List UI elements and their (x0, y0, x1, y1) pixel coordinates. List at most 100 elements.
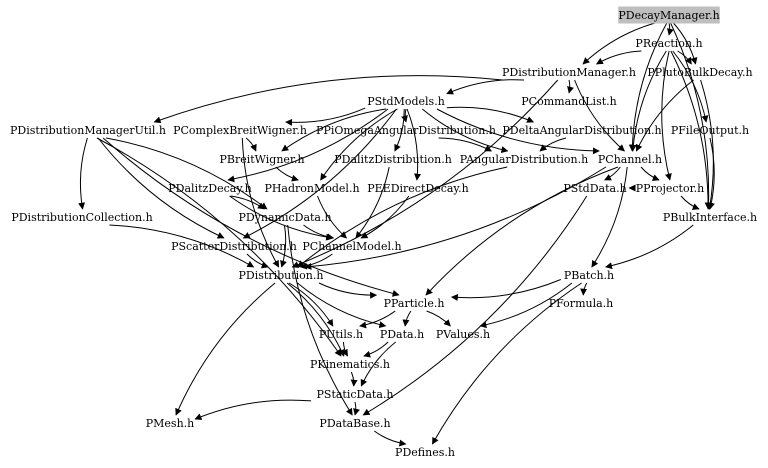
edge-PComplexBreitWigner-to-PDistribution (241, 137, 280, 268)
edge-PDecayManager-to-PBulkInterface (670, 22, 713, 210)
node-PBulkInterface[interactable]: PBulkInterface.h (663, 211, 757, 224)
node-label: PDistribution.h (239, 269, 324, 282)
node-PPlutoBulkDecay[interactable]: PPlutoBulkDecay.h (647, 66, 752, 79)
node-PStdData[interactable]: PStdData.h (563, 182, 626, 195)
node-PAngularDistribution[interactable]: PAngularDistribution.h (460, 153, 588, 166)
node-PPiOmegaAngularDistribution[interactable]: PPiOmegaAngularDistribution.h (316, 124, 496, 137)
edge-PChannel-to-PBatch (591, 166, 628, 268)
edge-PDistribution-to-PUtils (288, 282, 334, 327)
node-PChannel[interactable]: PChannel.h (598, 153, 662, 166)
edge-PEEDirectDecay-to-PChannelModel (360, 195, 410, 239)
node-PComplexBreitWigner[interactable]: PComplexBreitWigner.h (173, 124, 307, 137)
edge-PDalitzDecay-to-PChannelModel (229, 195, 334, 241)
edge-PBatch-to-PValues (479, 282, 573, 329)
node-PEEDirectDecay[interactable]: PEEDirectDecay.h (367, 182, 469, 195)
node-label: PComplexBreitWigner.h (173, 124, 307, 137)
node-label: PProjector.h (636, 182, 704, 195)
node-PBreitWigner[interactable]: PBreitWigner.h (219, 153, 304, 166)
edge-PBreitWigner-to-PHadronModel (275, 166, 299, 182)
node-PDistributionCollection[interactable]: PDistributionCollection.h (11, 211, 152, 224)
edge-PStdModels-to-PDeltaAngularDistribution (446, 106, 535, 123)
node-label: PDeltaAngularDistribution.h (502, 124, 661, 137)
node-label: PHadronModel.h (264, 182, 359, 195)
edge-PStdModels-to-PHadronModel (320, 108, 398, 181)
node-PChannelModel[interactable]: PChannelModel.h (302, 240, 401, 253)
node-PStaticData[interactable]: PStaticData.h (317, 388, 394, 401)
node-label: PDynamicData.h (238, 211, 331, 224)
node-label: PDistributionCollection.h (11, 211, 152, 224)
edge-PBulkInterface-to-PBatch (605, 224, 694, 270)
node-PCommandList[interactable]: PCommandList.h (521, 95, 616, 108)
edge-PStdModels-to-PPiOmegaAngularDistribution (401, 108, 408, 123)
node-PStdModels[interactable]: PStdModels.h (367, 95, 445, 108)
node-PDistributionManagerUtil[interactable]: PDistributionManagerUtil.h (10, 124, 166, 137)
edge-PStdModels-to-PComplexBreitWigner (285, 107, 366, 126)
edge-PStaticData-to-PMesh (194, 399, 312, 420)
node-PMesh[interactable]: PMesh.h (146, 417, 195, 430)
edge-PReaction-to-PProjector (661, 50, 672, 181)
edge-PDistributionManager-to-PDistributionManagerUtil (153, 75, 503, 124)
edge-PDistributionManager-to-PStdModels (446, 79, 525, 95)
node-label: PChannelModel.h (302, 240, 401, 253)
node-PValues[interactable]: PValues.h (436, 328, 490, 341)
edge-PDecayManager-to-PDistributionManager (582, 22, 656, 65)
node-PHadronModel[interactable]: PHadronModel.h (264, 182, 359, 195)
edge-PReaction-to-PChannel (629, 50, 667, 152)
edge-PUtils-to-PKinematics (341, 341, 349, 357)
edge-PParticle-to-PData (402, 310, 412, 327)
node-PKinematics[interactable]: PKinematics.h (310, 358, 390, 371)
edge-PDalitzDistribution-to-PChannelModel (355, 166, 390, 239)
edge-PReaction-to-PFileOutput (672, 50, 709, 123)
node-PDefines[interactable]: PDefines.h (395, 446, 455, 459)
node-label: PPlutoBulkDecay.h (647, 66, 752, 79)
edge-PParticle-to-PUtils (359, 310, 396, 329)
node-label: PParticle.h (384, 297, 445, 310)
node-PDistributionManager[interactable]: PDistributionManager.h (502, 66, 636, 79)
node-PParticle[interactable]: PParticle.h (384, 297, 445, 310)
node-PFormula[interactable]: PFormula.h (549, 297, 614, 310)
nodes-layer: PDecayManager.hPReaction.hPDistributionM… (10, 6, 757, 459)
node-label: PFileOutput.h (671, 124, 749, 137)
node-label: PBreitWigner.h (219, 153, 304, 166)
edge-PDistributionManager-to-PChannel (574, 79, 625, 152)
node-PDistribution[interactable]: PDistribution.h (239, 269, 324, 282)
edge-PPlutoBulkDecay-to-PBulkInterface (700, 79, 714, 210)
edge-PDistribution-to-PKinematics (286, 282, 345, 357)
edge-PDistribution-to-PMesh (175, 282, 276, 416)
edge-PStdModels-to-PScatterDistribution (242, 108, 397, 239)
edge-PScatterDistribution-to-PDistribution (246, 253, 269, 269)
node-PDecayManager[interactable]: PDecayManager.h (618, 6, 720, 24)
node-PScatterDistribution[interactable]: PScatterDistribution.h (171, 240, 297, 253)
node-label: PScatterDistribution.h (171, 240, 297, 253)
edge-PComplexBreitWigner-to-PBreitWigner (245, 137, 257, 152)
edge-PDistributionManager-to-PDistribution (291, 79, 559, 268)
edge-PBatch-to-PFormula (580, 282, 588, 296)
edge-PData-to-PKinematics (363, 341, 389, 358)
node-label: PMesh.h (146, 417, 195, 430)
node-label: PPiOmegaAngularDistribution.h (316, 124, 496, 137)
node-PDalitzDecay[interactable]: PDalitzDecay.h (168, 182, 251, 195)
node-PFileOutput[interactable]: PFileOutput.h (671, 124, 749, 137)
node-PReaction[interactable]: PReaction.h (635, 37, 702, 50)
node-PDeltaAngularDistribution[interactable]: PDeltaAngularDistribution.h (502, 124, 661, 137)
edge-PDynamicData-to-PChannelModel (303, 224, 335, 241)
node-PDynamicData[interactable]: PDynamicData.h (238, 211, 331, 224)
node-PDalitzDistribution[interactable]: PDalitzDistribution.h (334, 153, 452, 166)
node-PDataBase[interactable]: PDataBase.h (319, 417, 390, 430)
node-PBatch[interactable]: PBatch.h (564, 269, 614, 282)
edges-layer (78, 22, 715, 447)
node-PProjector[interactable]: PProjector.h (636, 182, 704, 195)
edge-PPlutoBulkDecay-to-PChannel (635, 79, 694, 152)
edge-PStdModels-to-PChannel (436, 108, 600, 155)
edge-PReaction-to-PPlutoBulkDecay (677, 50, 692, 65)
edge-PDistributionManagerUtil-to-PDistributionCollection (78, 137, 88, 210)
edge-PDistributionManager-to-PCommandList (567, 79, 574, 94)
edge-PDynamicData-to-PDataBase (287, 224, 353, 416)
node-PData[interactable]: PData.h (380, 328, 424, 341)
node-label: PEEDirectDecay.h (367, 182, 469, 195)
edge-PDistributionManagerUtil-to-PParticle (102, 137, 400, 297)
node-PUtils[interactable]: PUtils.h (319, 328, 363, 341)
edge-PDataBase-to-PDefines (374, 430, 407, 447)
edge-PReaction-to-PDistributionManager (595, 50, 642, 65)
